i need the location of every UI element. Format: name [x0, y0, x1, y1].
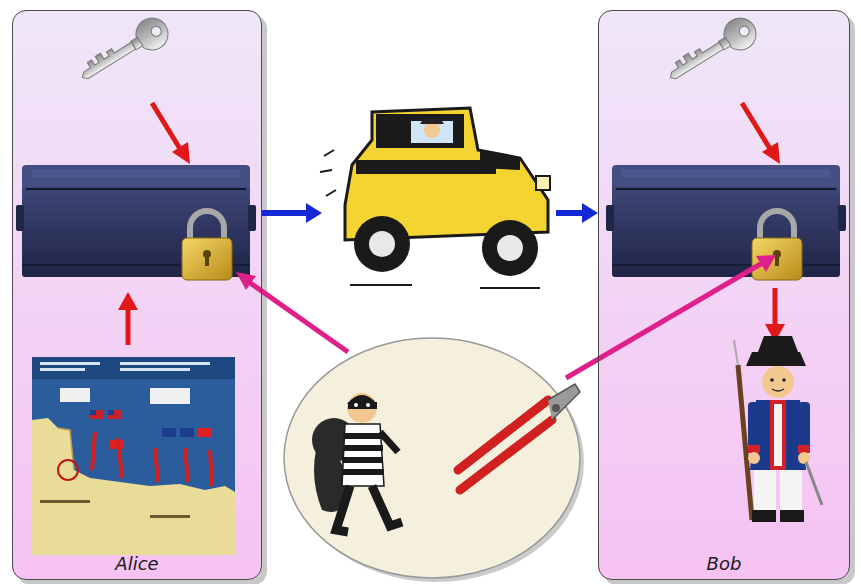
panel-fill: [12, 10, 262, 580]
attack-arrowhead: [756, 255, 776, 272]
attack-line: [566, 262, 764, 378]
person-name: Alice: [115, 553, 158, 575]
red-arrowhead: [118, 292, 138, 310]
red-arrowhead: [172, 142, 190, 164]
key-icon: [662, 12, 762, 91]
red-arrow: [152, 103, 182, 152]
attack-arrowhead: [236, 272, 256, 290]
map-picture: [32, 357, 235, 555]
padlock-icon: [752, 211, 802, 280]
panel-fill: [598, 10, 850, 580]
connector-line: [556, 210, 586, 216]
arrowhead: [582, 203, 598, 223]
red-arrowhead: [762, 142, 780, 164]
delivery-arrow: [262, 203, 598, 223]
connector-line: [262, 210, 310, 216]
padlock-icon: [182, 211, 232, 280]
thief-picture: [284, 338, 584, 582]
arrowhead: [306, 203, 322, 223]
person-panel: Alice: [12, 10, 262, 580]
chest-icon: [606, 165, 846, 277]
car-picture: [320, 108, 550, 288]
key-icon: [74, 12, 174, 91]
red-arrow: [773, 288, 778, 325]
person-name: Bob: [707, 553, 742, 575]
red-arrow: [126, 308, 131, 345]
soldier-figure: [734, 336, 822, 522]
person-panel: Bob: [598, 10, 850, 580]
red-arrow: [742, 103, 772, 152]
